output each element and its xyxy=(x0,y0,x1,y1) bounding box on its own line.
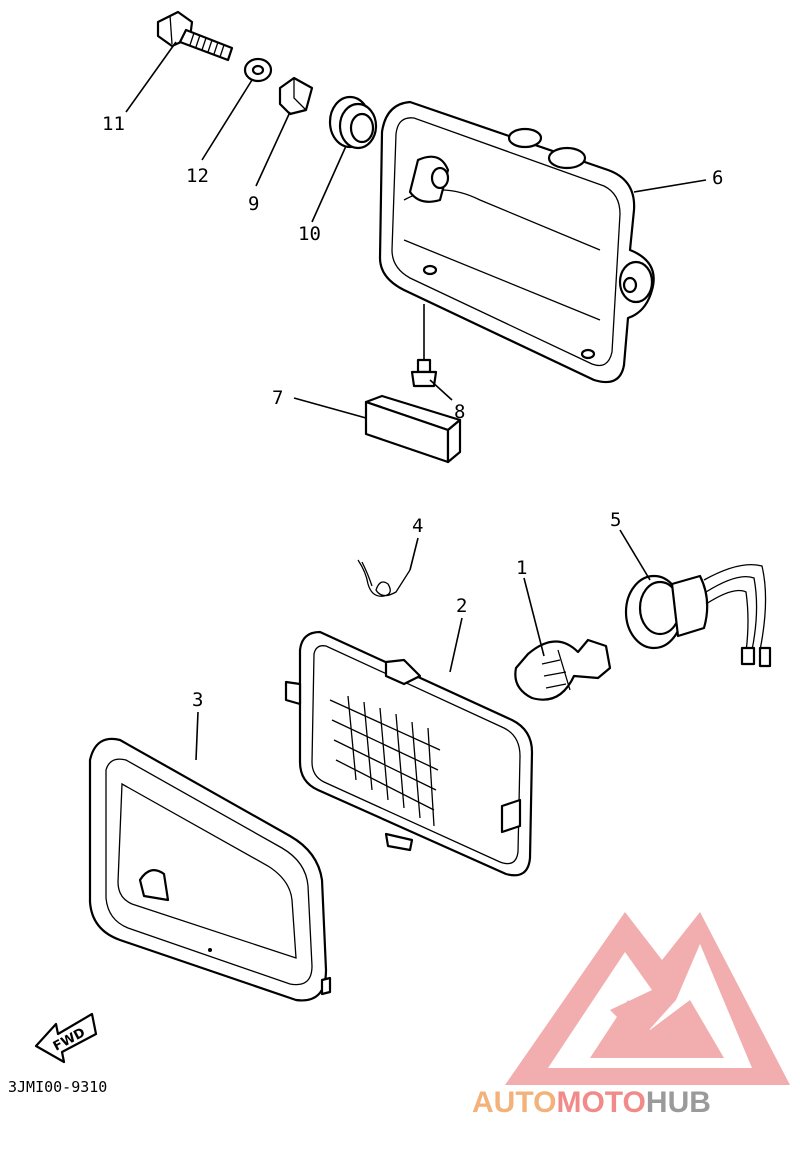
part-2-lens-unit xyxy=(284,630,534,877)
callout-10: 10 xyxy=(298,223,321,245)
part-1-bulb xyxy=(514,638,612,701)
part-10-grommet xyxy=(328,95,378,150)
part-12-washer xyxy=(243,57,273,83)
watermark-logo-icon xyxy=(505,912,790,1085)
watermark-moto: MOTO xyxy=(556,1086,645,1119)
part-9-collar xyxy=(278,76,314,116)
callout-11: 11 xyxy=(102,113,125,135)
svg-text:AUTOMOTOHUB: AUTOMOTOHUB xyxy=(472,1086,711,1119)
part-3-rim xyxy=(88,737,332,1002)
callout-8: 8 xyxy=(454,401,465,423)
callout-1: 1 xyxy=(516,557,527,579)
callout-9: 9 xyxy=(248,193,259,215)
watermark-text: AUTOMOTOHUB xyxy=(472,1086,711,1119)
part-4-spring xyxy=(357,559,411,597)
callout-5: 5 xyxy=(610,509,621,531)
part-7-block xyxy=(364,394,462,464)
callout-12: 12 xyxy=(186,165,209,187)
watermark-hub: HUB xyxy=(646,1086,711,1119)
callout-4: 4 xyxy=(412,515,423,537)
watermark-auto: AUTO xyxy=(472,1086,556,1119)
callout-3: 3 xyxy=(192,689,203,711)
leader-lines xyxy=(125,41,707,761)
callout-2: 2 xyxy=(456,595,467,617)
diagram-code: 3JMI00-9310 xyxy=(8,1078,107,1096)
fwd-arrow: FWD xyxy=(34,1012,98,1064)
part-11-bolt xyxy=(156,10,234,62)
part-6-housing xyxy=(378,100,655,384)
callout-labels: 11 12 9 10 6 7 8 4 5 1 2 3 xyxy=(102,113,723,711)
callout-6: 6 xyxy=(712,167,723,189)
part-5-socket xyxy=(624,563,772,668)
callout-7: 7 xyxy=(272,387,283,409)
part-8-screw xyxy=(410,304,438,388)
